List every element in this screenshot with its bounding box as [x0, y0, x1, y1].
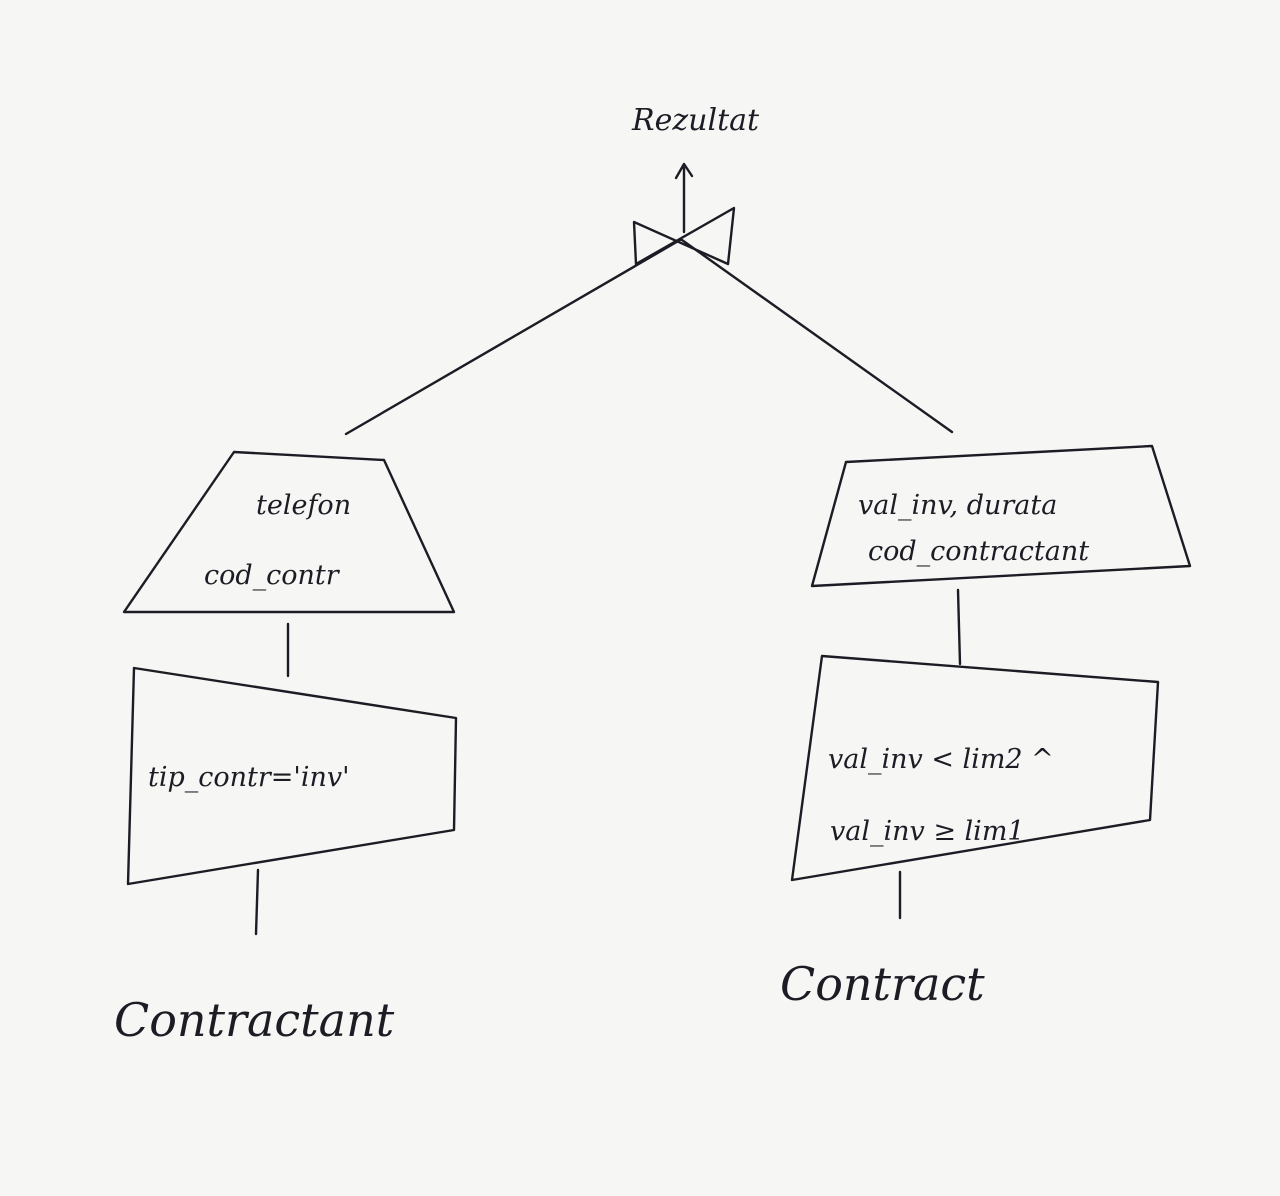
left-projection-node [122, 450, 456, 614]
right-selection-line2: val_inv ≥ lim1 [830, 816, 1025, 847]
result-label: Rezultat [631, 103, 760, 138]
left-relation-label: Contractant [114, 993, 395, 1047]
right-selection-node [790, 654, 1160, 882]
join-symbol [632, 206, 736, 266]
left-branch-line [344, 238, 682, 436]
left-projection-line2: cod_contr [204, 560, 341, 591]
left-connector-2 [254, 868, 260, 936]
left-selection-condition: tip_contr='inv' [148, 762, 350, 793]
result-arrow [674, 162, 694, 234]
right-branch-line [680, 238, 954, 434]
right-relation-label: Contract [780, 957, 985, 1011]
left-selection-node [126, 666, 458, 886]
right-connector-1 [956, 588, 962, 666]
right-selection-line1: val_inv < lim2 ^ [828, 744, 1054, 775]
right-projection-line1: val_inv, durata [858, 490, 1057, 521]
right-projection-node [810, 444, 1192, 588]
left-projection-line1: telefon [256, 490, 351, 521]
right-projection-line2: cod_contractant [868, 536, 1089, 567]
